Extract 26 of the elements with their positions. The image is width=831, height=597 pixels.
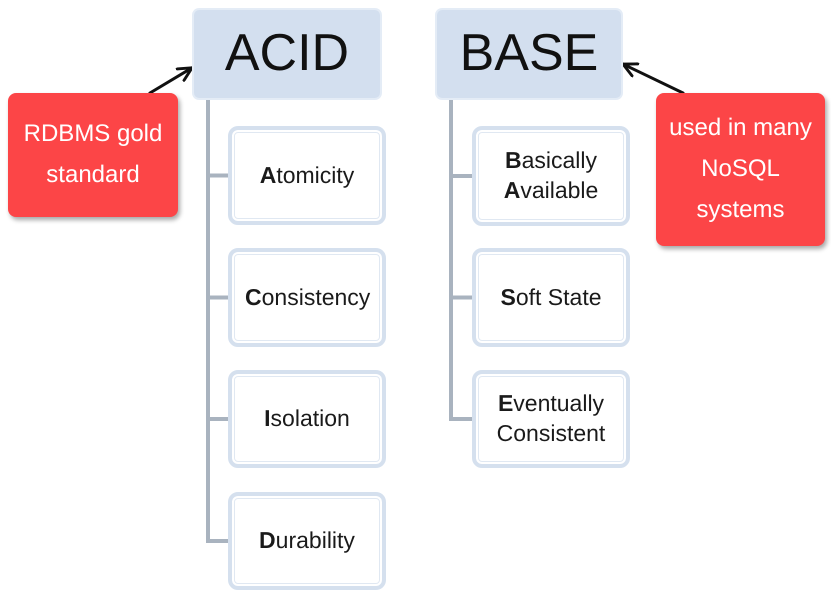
property-label: Isolation	[264, 404, 350, 434]
callout-text: used in many NoSQL systems	[668, 113, 813, 225]
connector-line	[206, 100, 228, 543]
property-label: Eventually Consistent	[496, 389, 606, 448]
property-box	[472, 248, 630, 347]
category-header	[192, 8, 382, 100]
property-box	[228, 248, 386, 347]
category-header	[435, 8, 623, 100]
header-title: ACID	[224, 25, 350, 83]
arrow	[148, 66, 194, 94]
callout-note	[656, 93, 825, 246]
arrow	[622, 62, 685, 94]
property-label: Soft State	[500, 282, 602, 312]
callout-text: RDBMS gold standard	[22, 119, 164, 190]
property-label: Atomicity	[260, 160, 354, 190]
property-label: Consistency	[245, 282, 369, 312]
property-label: Durability	[259, 526, 355, 556]
property-box	[472, 370, 630, 468]
property-box	[228, 492, 386, 590]
property-label: Basically Available	[502, 146, 600, 205]
property-box	[228, 370, 386, 468]
property-box	[472, 126, 630, 226]
callout-note	[8, 93, 178, 217]
property-box	[228, 126, 386, 225]
header-title: BASE	[460, 25, 598, 83]
connector-line	[449, 100, 472, 421]
